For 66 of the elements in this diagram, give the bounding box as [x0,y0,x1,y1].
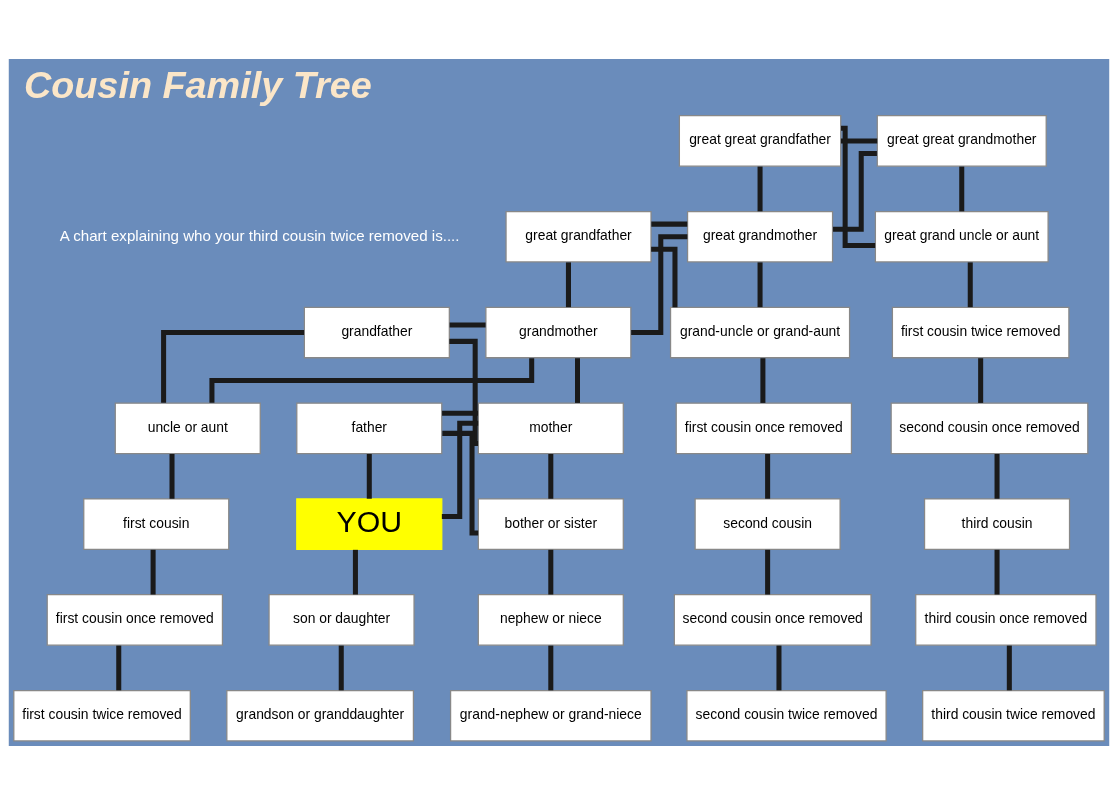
connector [169,454,175,499]
connector [1006,645,1012,691]
node-box: great great grandmother [876,115,1047,167]
node-box: third cousin once removed [915,594,1097,646]
connector [757,262,763,308]
connector [833,151,877,232]
connector [338,645,344,691]
connector [441,420,479,520]
node-box: great grandmother [686,210,834,263]
connector [449,322,486,328]
connector [776,645,782,691]
node-box: great grand uncle or aunt [874,210,1049,263]
connector [959,166,965,212]
connector [548,454,554,499]
node-box: second cousin once removed [890,402,1089,455]
node-box: grand-nephew or grand-niece [449,689,652,742]
node-box: first cousin twice removed [891,306,1070,359]
connector [352,549,358,595]
node-box: mother [477,402,624,455]
connector [161,330,305,403]
node-box: third cousin twice removed [922,689,1105,742]
node-box: YOU [296,498,443,550]
node-box: great grandfather [505,210,652,263]
node-box: first cousin once removed [675,402,853,455]
node-box: great great grandfather [678,115,842,167]
label: A chart explaining who your third cousin twice removed is.... [59,226,460,244]
node-box: son or daughter [268,594,415,646]
connector [449,338,479,446]
connector [631,234,688,336]
node-box: grandfather [303,306,450,359]
connector [651,246,678,308]
connector [651,221,688,227]
connector [150,549,156,595]
connector [978,358,984,403]
connector [841,125,876,249]
node-box: second cousin twice removed [686,689,887,742]
connector [574,358,580,403]
node-box: grand-uncle or grand-aunt [669,306,851,359]
connector [548,549,554,595]
connector [116,645,122,691]
connector [366,454,372,499]
connector [757,166,763,212]
node-box: grandson or granddaughter [226,689,415,742]
connector [442,410,478,416]
connector [442,430,479,536]
node-box: uncle or aunt [114,402,261,455]
node-box: first cousin once removed [46,594,224,646]
connector [765,454,771,499]
node-box: grandmother [485,306,632,359]
node-box: second cousin [694,498,841,550]
connector [967,262,973,308]
connector [994,549,1000,595]
connector [765,549,771,595]
node-box: bother or sister [477,498,624,550]
node-box: third cousin [923,498,1071,550]
connector [760,358,766,403]
node-box: father [296,402,443,455]
node-box: first cousin twice removed [13,689,191,742]
diagram-title: Cousin Family Tree [23,64,372,107]
connector [994,454,1000,499]
node-box: nephew or niece [477,594,624,646]
node-box: second cousin once removed [673,594,872,646]
connector [548,645,554,691]
connector [565,262,571,308]
connector [840,138,878,144]
node-box: first cousin [83,498,230,550]
